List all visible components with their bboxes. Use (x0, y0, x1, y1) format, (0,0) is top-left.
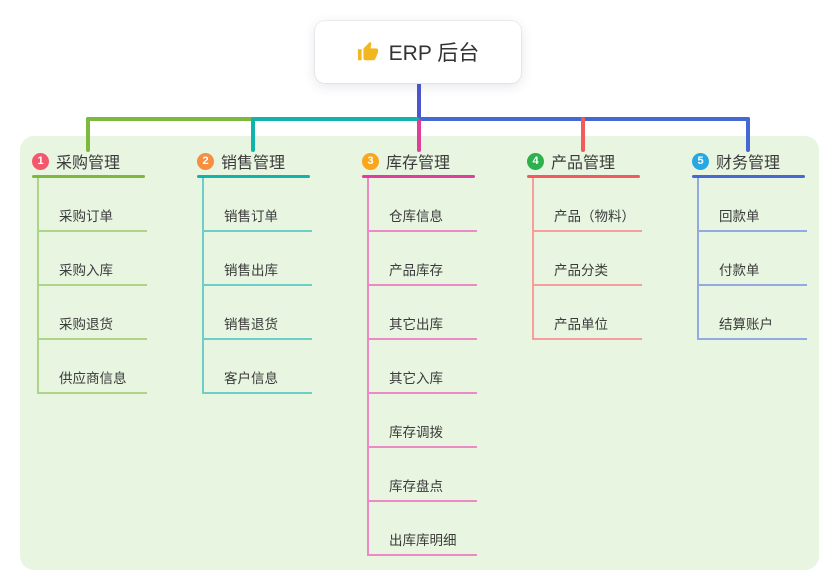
connector-branch4-drop (581, 117, 585, 152)
branch-title-product[interactable]: 4 产品管理 (527, 150, 640, 172)
child-label: 产品单位 (554, 317, 608, 332)
child-label: 销售退货 (224, 317, 278, 332)
child-node[interactable]: 产品库存 (369, 232, 477, 286)
branch-number-badge: 2 (197, 152, 214, 170)
branch-label: 财务管理 (716, 155, 781, 172)
child-label: 客户信息 (224, 371, 278, 386)
child-label: 回款单 (719, 209, 760, 224)
child-label: 采购订单 (59, 209, 113, 224)
branch-inventory: 3 库存管理 仓库信息 产品库存 其它出库 其它入库 (362, 150, 477, 556)
branch-children: 回款单 付款单 结算账户 (697, 178, 807, 340)
connector-branch2-horizontal (251, 117, 419, 121)
child-node[interactable]: 供应商信息 (39, 340, 147, 394)
child-node[interactable]: 产品（物料） (534, 178, 642, 232)
branch-title-finance[interactable]: 5 财务管理 (692, 150, 805, 172)
branch-children: 采购订单 采购入库 采购退货 供应商信息 (37, 178, 147, 394)
branch-underline (197, 175, 310, 178)
child-label: 仓库信息 (389, 209, 443, 224)
child-label: 付款单 (719, 263, 760, 278)
branch-underline (692, 175, 805, 178)
branch-title-sales[interactable]: 2 销售管理 (197, 150, 310, 172)
child-label: 结算账户 (719, 317, 773, 332)
child-node[interactable]: 销售退货 (204, 286, 312, 340)
child-label: 其它入库 (389, 371, 443, 386)
child-label: 出库库明细 (389, 533, 457, 548)
branch-children: 产品（物料） 产品分类 产品单位 (532, 178, 642, 340)
child-label: 库存调拨 (389, 425, 443, 440)
child-node[interactable]: 销售订单 (204, 178, 312, 232)
child-node[interactable]: 产品分类 (534, 232, 642, 286)
root-label: ERP 后台 (388, 42, 480, 65)
child-node[interactable]: 产品单位 (534, 286, 642, 340)
child-label: 采购入库 (59, 263, 113, 278)
child-node[interactable]: 付款单 (699, 232, 807, 286)
child-label: 产品（物料） (554, 209, 635, 224)
child-node[interactable]: 客户信息 (204, 340, 312, 394)
branch-label: 销售管理 (221, 155, 286, 172)
branch-label: 产品管理 (551, 155, 616, 172)
child-node[interactable]: 库存盘点 (369, 448, 477, 502)
branch-sales: 2 销售管理 销售订单 销售出库 销售退货 客户信息 (197, 150, 312, 394)
child-label: 产品分类 (554, 263, 608, 278)
root-node[interactable]: ERP 后台 (315, 21, 521, 83)
child-node[interactable]: 回款单 (699, 178, 807, 232)
branch-children: 销售订单 销售出库 销售退货 客户信息 (202, 178, 312, 394)
child-node[interactable]: 其它入库 (369, 340, 477, 394)
branch-number-badge: 3 (362, 152, 379, 170)
branch-number-badge: 1 (32, 152, 49, 170)
branch-product: 4 产品管理 产品（物料） 产品分类 产品单位 (527, 150, 642, 340)
connector-branch1-horizontal (86, 117, 253, 121)
connector-branch5-drop (746, 117, 750, 152)
child-node[interactable]: 采购退货 (39, 286, 147, 340)
child-node[interactable]: 仓库信息 (369, 178, 477, 232)
connector-root-drop (417, 82, 421, 119)
branch-underline (362, 175, 475, 178)
child-node[interactable]: 其它出库 (369, 286, 477, 340)
child-node[interactable]: 结算账户 (699, 286, 807, 340)
child-label: 产品库存 (389, 263, 443, 278)
branch-finance: 5 财务管理 回款单 付款单 结算账户 (692, 150, 807, 340)
branch-purchase: 1 采购管理 采购订单 采购入库 采购退货 供应商信息 (32, 150, 147, 394)
child-node[interactable]: 库存调拨 (369, 394, 477, 448)
child-node[interactable]: 销售出库 (204, 232, 312, 286)
thumbs-up-icon (357, 41, 379, 63)
child-label: 采购退货 (59, 317, 113, 332)
branch-label: 库存管理 (386, 155, 451, 172)
child-node[interactable]: 采购入库 (39, 232, 147, 286)
child-label: 其它出库 (389, 317, 443, 332)
branch-underline (32, 175, 145, 178)
branch-underline (527, 175, 640, 178)
child-node[interactable]: 出库库明细 (369, 502, 477, 556)
child-label: 库存盘点 (389, 479, 443, 494)
branch-title-purchase[interactable]: 1 采购管理 (32, 150, 145, 172)
child-label: 供应商信息 (59, 371, 127, 386)
connector-branch2-drop (251, 117, 255, 152)
connector-branch3-drop (417, 119, 421, 152)
connector-branch1-drop (86, 117, 90, 152)
branch-number-badge: 4 (527, 152, 544, 170)
branch-number-badge: 5 (692, 152, 709, 170)
branch-children: 仓库信息 产品库存 其它出库 其它入库 库存调拨 (367, 178, 477, 556)
branch-title-inventory[interactable]: 3 库存管理 (362, 150, 475, 172)
branches-panel (20, 136, 819, 570)
child-node[interactable]: 采购订单 (39, 178, 147, 232)
branch-label: 采购管理 (56, 155, 121, 172)
child-label: 销售出库 (224, 263, 278, 278)
child-label: 销售订单 (224, 209, 278, 224)
